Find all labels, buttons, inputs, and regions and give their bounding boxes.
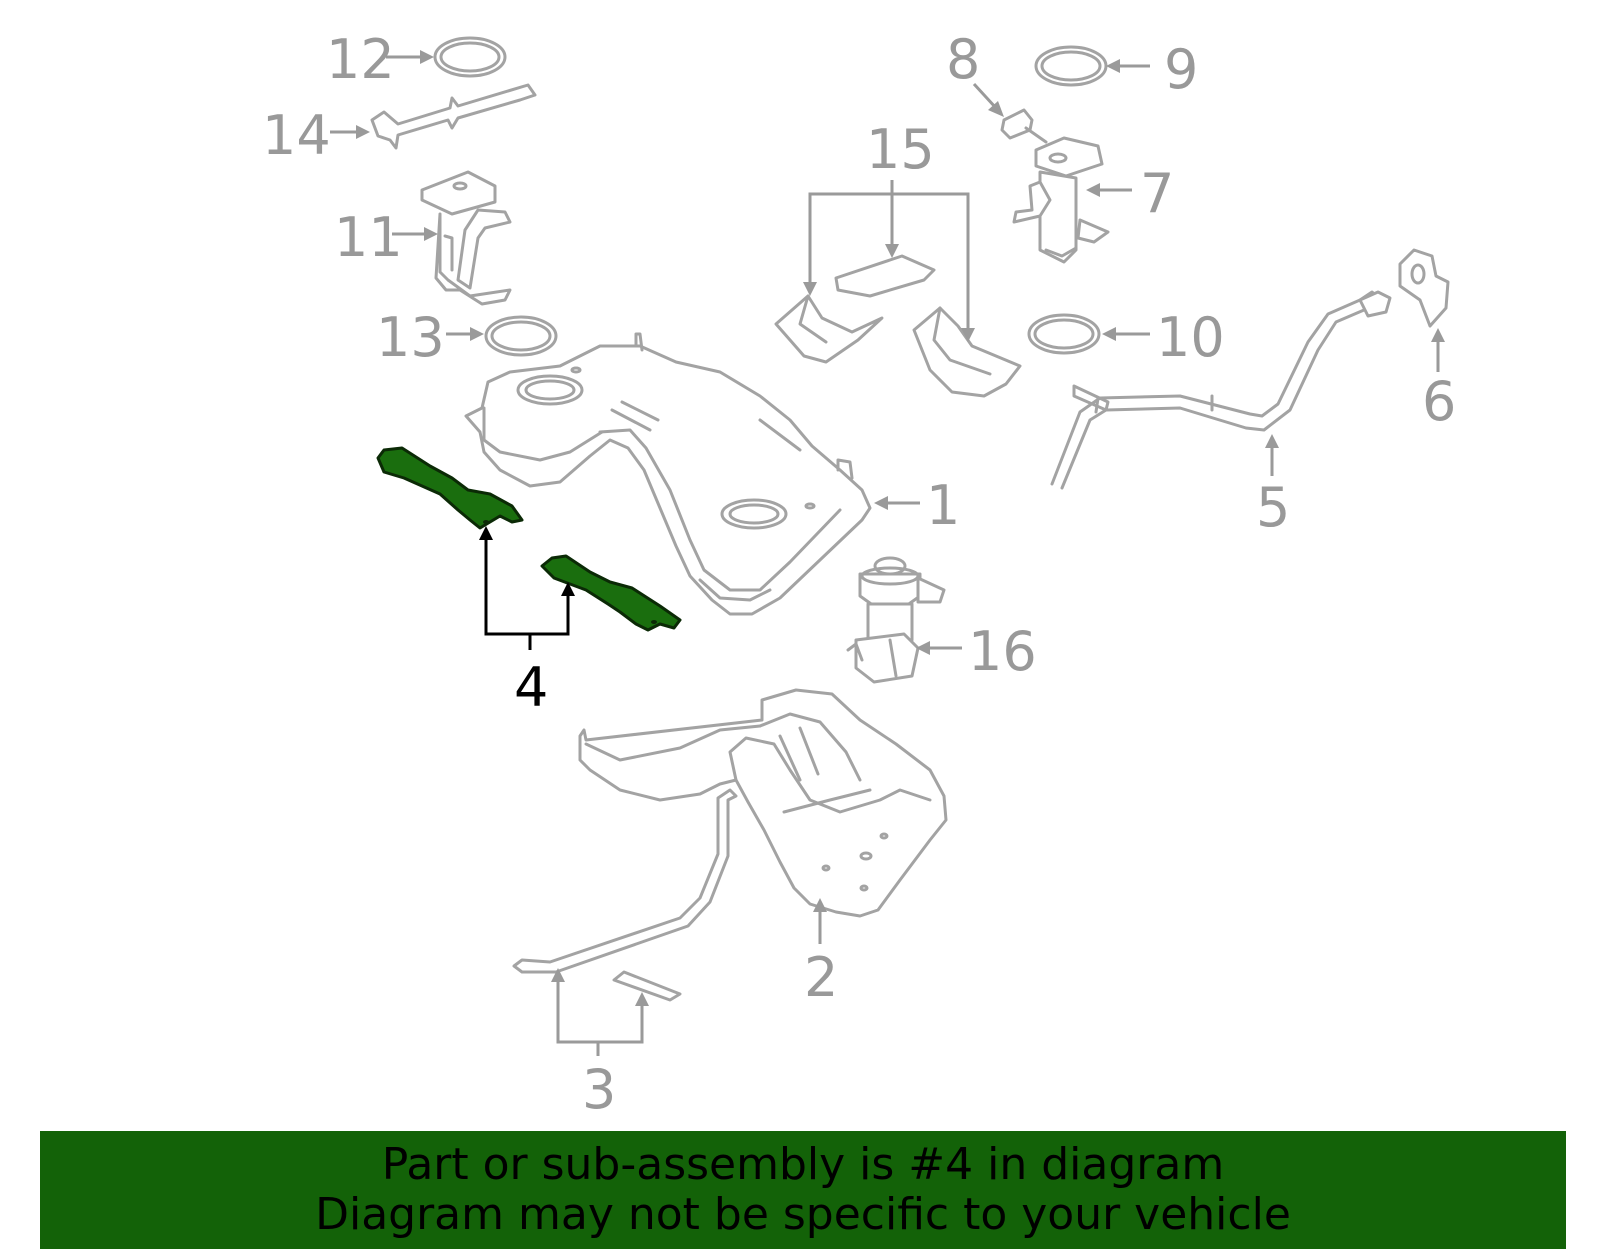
callout-label-12: 12 — [326, 28, 395, 91]
part-9-seal — [1034, 45, 1108, 87]
part-12-seal — [433, 36, 507, 78]
callout-label-15: 15 — [866, 118, 935, 181]
part-16-valve — [846, 556, 946, 684]
callout-label-10: 10 — [1156, 306, 1225, 369]
callout-leaders — [330, 50, 1445, 1056]
part-11-fuel-sender — [420, 170, 512, 306]
callout-label-16: 16 — [968, 620, 1037, 683]
part-6-bracket — [1398, 248, 1450, 328]
callout-label-6: 6 — [1422, 370, 1456, 433]
banner-line-1: Part or sub-assembly is #4 in diagram — [381, 1139, 1225, 1190]
part-10-seal — [1027, 313, 1101, 355]
info-banner: Part or sub-assembly is #4 in diagram Di… — [40, 1131, 1566, 1249]
callout-label-9: 9 — [1164, 38, 1198, 101]
part-2-heat-shield — [578, 688, 948, 918]
callout-label-11: 11 — [334, 206, 403, 269]
callout-label-1: 1 — [926, 474, 960, 537]
part-3-straps — [512, 788, 738, 1002]
callout-labels: 12 14 11 13 8 9 15 7 10 6 1 5 16 4 2 3 — [262, 28, 1456, 1121]
part-8-connector — [1000, 108, 1048, 144]
callout-label-4: 4 — [514, 656, 548, 719]
part-13-seal — [484, 315, 558, 357]
part-7-fuel-pump — [1012, 136, 1110, 264]
part-4-brackets-highlighted — [376, 446, 682, 632]
part-5-filler-pipe — [1050, 290, 1392, 490]
callout-label-7: 7 — [1140, 162, 1174, 225]
callout-label-14: 14 — [262, 104, 331, 167]
callout-label-3: 3 — [582, 1058, 616, 1121]
part-1-fuel-tank — [464, 332, 872, 616]
part-15-shields — [774, 254, 1022, 398]
callout-label-5: 5 — [1256, 476, 1290, 539]
callout-label-13: 13 — [376, 306, 445, 369]
part-14-bracket — [370, 83, 537, 150]
callout-label-8: 8 — [946, 28, 980, 91]
banner-line-2: Diagram may not be specific to your vehi… — [315, 1189, 1291, 1240]
callout-label-2: 2 — [804, 946, 838, 1009]
